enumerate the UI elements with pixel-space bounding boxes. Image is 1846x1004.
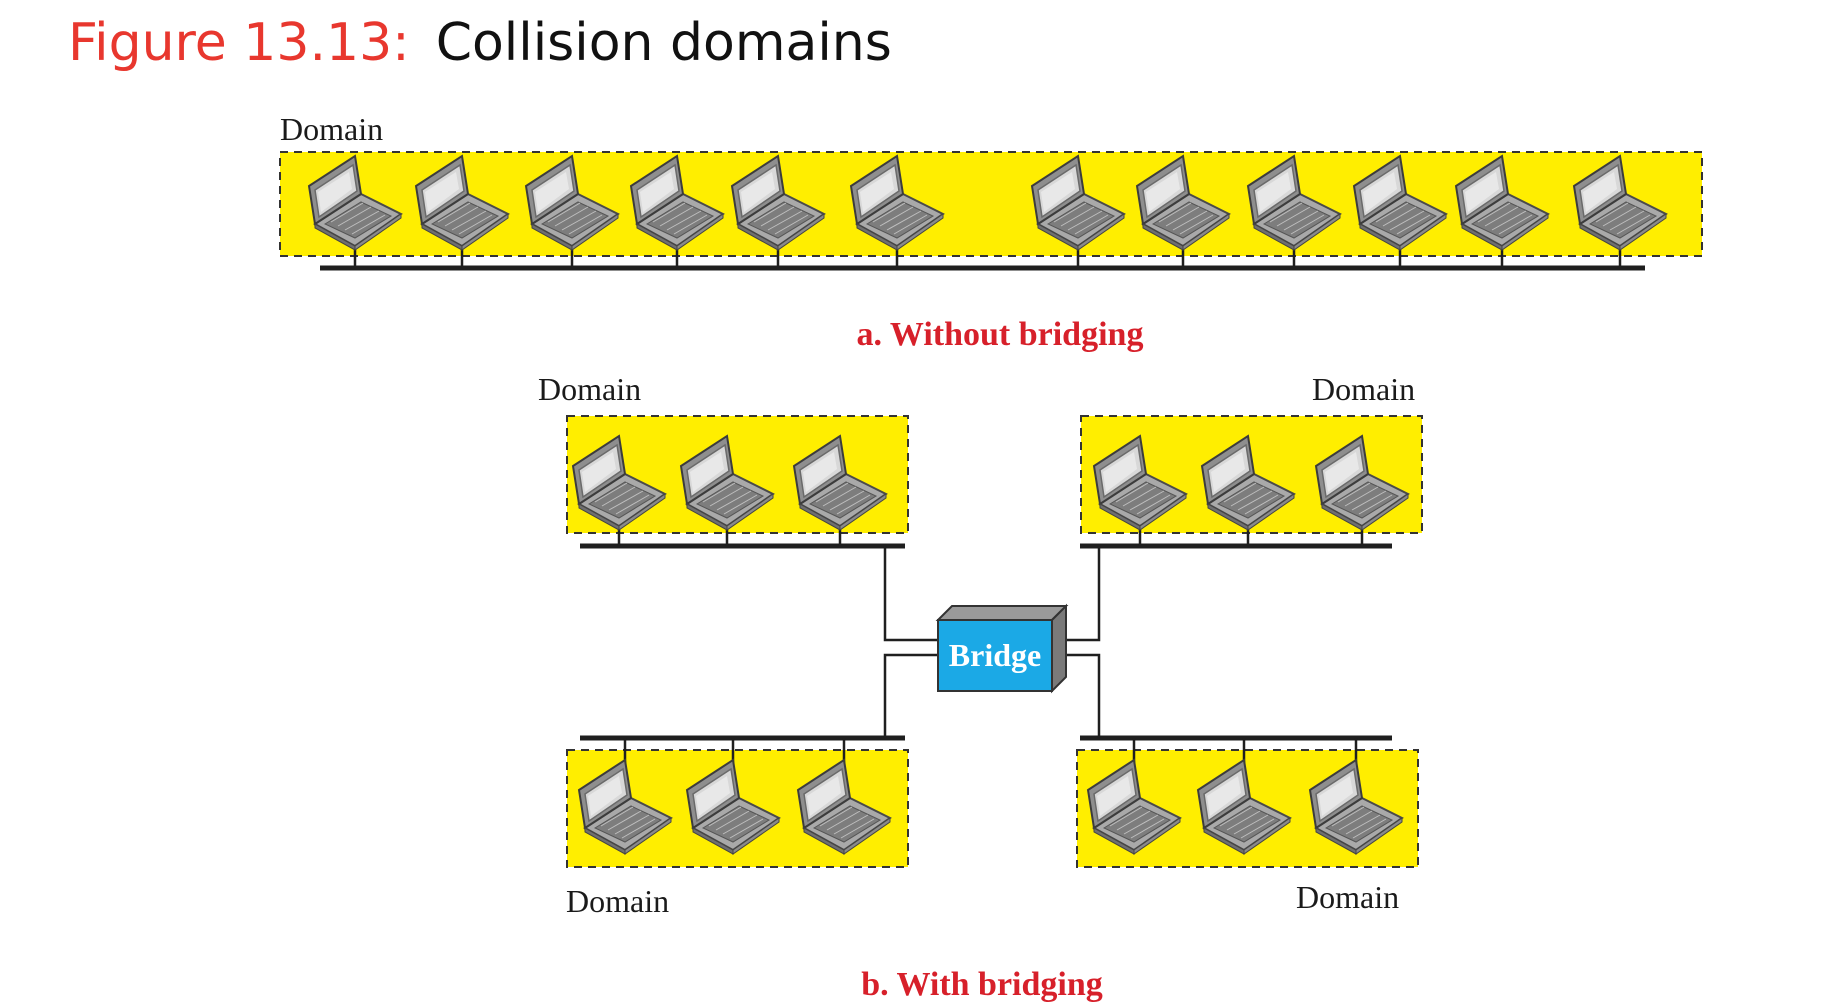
station-group-a bbox=[308, 155, 1667, 268]
link-bottom-right bbox=[1055, 653, 1101, 738]
link-bottom-left bbox=[883, 653, 938, 738]
domain-label-bottom-right: Domain bbox=[1296, 879, 1399, 915]
figure-number: Figure 13.13: bbox=[68, 13, 410, 73]
diagram-a: Domain a. Without bridging bbox=[279, 111, 1703, 353]
link-top-right bbox=[1055, 546, 1101, 642]
link-top-left bbox=[883, 546, 938, 642]
diagram-b: Domain Domain Domain Domain Bridge b bbox=[538, 371, 1423, 1003]
bridge-device: Bridge bbox=[935, 603, 1069, 694]
figure-title: Figure 13.13: Collision domains bbox=[68, 8, 892, 78]
domain-label-top-right: Domain bbox=[1312, 371, 1415, 407]
domain-label-bottom-left: Domain bbox=[566, 883, 669, 919]
station-group-top-left bbox=[572, 435, 887, 546]
domain-label-a: Domain bbox=[280, 111, 383, 147]
station-group-bottom-left bbox=[578, 738, 891, 855]
bridge-box bbox=[937, 619, 1053, 692]
station-group-bottom-right bbox=[1087, 738, 1403, 855]
bridge-label: Bridge bbox=[949, 637, 1041, 673]
caption-a: a. Without bridging bbox=[857, 316, 1144, 353]
figure-heading: Collision domains bbox=[435, 13, 892, 73]
caption-b: b. With bridging bbox=[861, 966, 1103, 1003]
station-group-top-right bbox=[1093, 435, 1409, 546]
domain-label-top-left: Domain bbox=[538, 371, 641, 407]
